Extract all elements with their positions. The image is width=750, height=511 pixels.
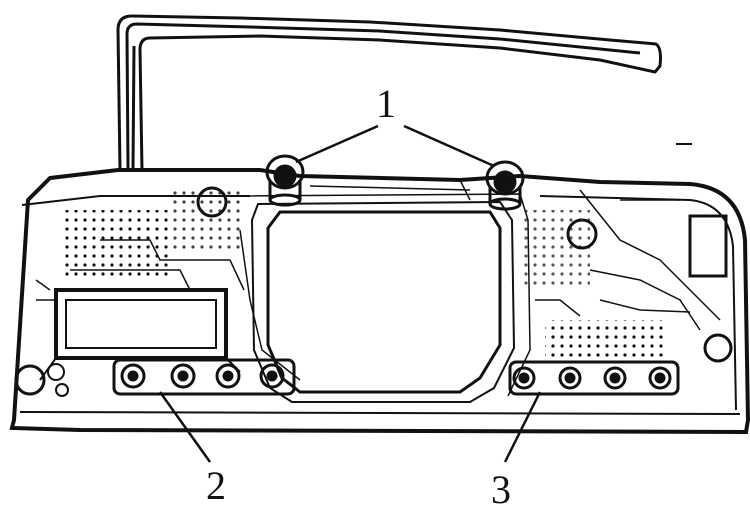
circuit-board [9,168,750,435]
antenna-wire [116,14,662,171]
callout-label-3: 3 [491,467,511,511]
mounting-screws [265,154,525,211]
callout-label-2: 2 [206,463,226,508]
left-button-contacts [112,358,296,396]
right-button-contacts [508,360,680,396]
screw-left [265,154,305,207]
left-components [14,175,471,397]
right-components [520,143,733,363]
leader-lines [158,124,542,463]
screw-right [485,160,525,211]
central-window [243,193,531,403]
callout-label-1: 1 [376,81,396,126]
